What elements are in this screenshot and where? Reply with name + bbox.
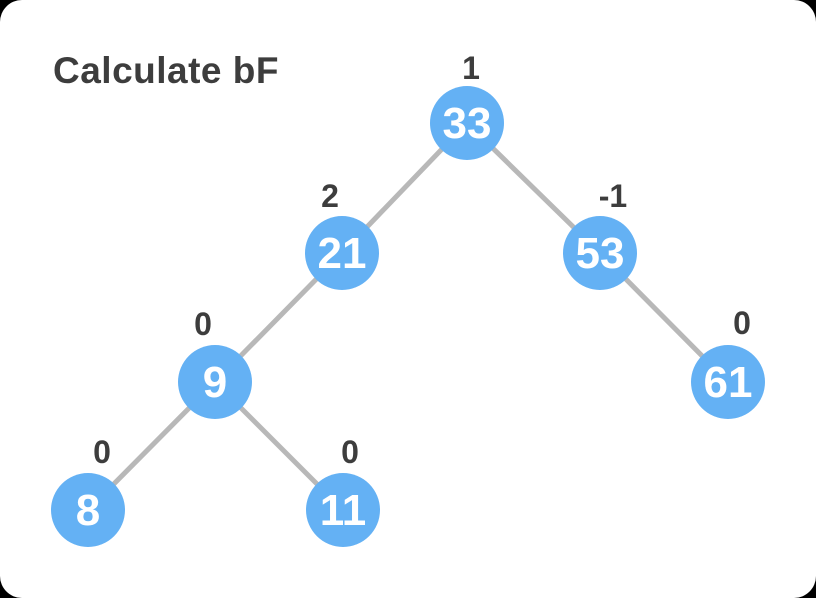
- node-value-53: 53: [576, 229, 625, 278]
- node-value-33: 33: [443, 99, 492, 148]
- tree-nodes: 33 21 53 9 61 8 11: [51, 86, 765, 547]
- node-value-9: 9: [203, 358, 227, 407]
- tree-edges: [85, 120, 731, 513]
- tree-node-8: [51, 473, 125, 547]
- tree-node-33: [430, 86, 504, 160]
- tree-node-11: [306, 473, 380, 547]
- balance-factor-labels: 1 2 -1 0 0 0 0: [93, 50, 751, 470]
- page-title: Calculate bF: [53, 50, 279, 91]
- tree-node-21: [305, 216, 379, 290]
- balance-factor-9: 0: [194, 306, 212, 342]
- balance-factor-8: 0: [93, 434, 111, 470]
- node-value-11: 11: [320, 486, 367, 535]
- balance-factor-33: 1: [462, 50, 480, 86]
- tree-node-53: [563, 216, 637, 290]
- node-value-21: 21: [318, 229, 367, 278]
- balance-factor-11: 0: [341, 434, 359, 470]
- balance-factor-53: -1: [599, 178, 627, 214]
- balance-factor-61: 0: [733, 305, 751, 341]
- balance-factor-21: 2: [321, 178, 339, 214]
- tree-node-9: [178, 345, 252, 419]
- node-value-8: 8: [76, 486, 100, 535]
- node-value-61: 61: [704, 358, 753, 407]
- tree-node-61: [691, 345, 765, 419]
